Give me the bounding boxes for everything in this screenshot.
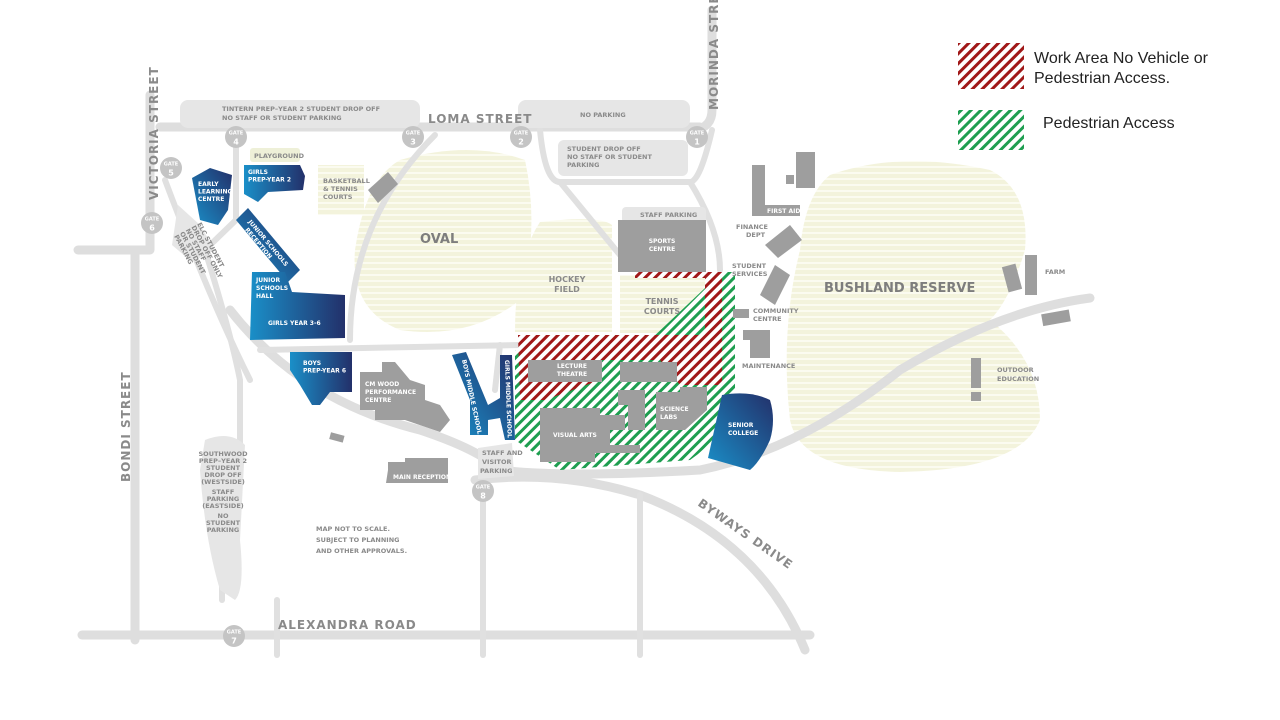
playground-label: PLAYGROUND — [254, 152, 305, 160]
gate-number: 1 — [694, 138, 700, 147]
farm-label: FARM — [1045, 268, 1065, 276]
oval-field — [354, 150, 532, 332]
gate-label: GATE — [145, 217, 160, 223]
gate-marker — [510, 126, 532, 148]
oval-label: OVAL — [420, 232, 458, 247]
gate-label: GATE — [164, 162, 179, 168]
morinda-street-label: MORINDA STREET — [707, 0, 721, 110]
gate-marker — [160, 157, 182, 179]
gate-number: 5 — [168, 169, 174, 178]
gate-marker — [223, 625, 245, 647]
gate-label: GATE — [227, 630, 242, 636]
bushland-reserve-label: BUSHLAND RESERVE — [824, 281, 975, 296]
gate-number: 8 — [480, 492, 486, 501]
hockey-field — [515, 219, 612, 332]
gate-marker — [686, 126, 708, 148]
gate-label: GATE — [514, 131, 529, 137]
no-parking-label: NO PARKING — [580, 111, 626, 119]
gate-marker — [141, 212, 163, 234]
gate-marker — [472, 480, 494, 502]
gate-label: GATE — [406, 131, 421, 137]
gate-number: 6 — [149, 224, 155, 233]
gate-marker — [225, 126, 247, 148]
maintenance-label: MAINTENANCE — [742, 362, 795, 370]
gate-number: 4 — [233, 138, 239, 147]
visual-arts-label: VISUAL ARTS — [553, 432, 597, 439]
girls-middle-school-label: GIRLS MIDDLE SCHOOL — [503, 360, 513, 438]
gate-number: 3 — [410, 138, 416, 147]
gate-marker — [402, 126, 424, 148]
gate-label: GATE — [476, 485, 491, 491]
gate-number: 2 — [518, 138, 524, 147]
legend-swatch-pedestrian — [958, 110, 1024, 150]
legend-swatch-work-area — [958, 43, 1024, 89]
staff-parking-label: STAFF PARKING — [640, 211, 697, 219]
gate-number: 7 — [231, 637, 237, 646]
bondi-street-label: BONDI STREET — [119, 371, 133, 482]
legend-label-pedestrian: Pedestrian Access — [1043, 115, 1175, 132]
gate-label: GATE — [690, 131, 705, 137]
loma-street-label: LOMA STREET — [428, 112, 532, 126]
girls-year-3-6-label: GIRLS YEAR 3-6 — [268, 320, 321, 327]
first-aid-label: FIRST AID — [767, 208, 800, 215]
gate-label: GATE — [229, 131, 244, 137]
alexandra-road-label: ALEXANDRA ROAD — [278, 618, 417, 632]
basketball-courts — [318, 165, 364, 215]
main-reception-label: MAIN RECEPTION — [393, 474, 451, 481]
victoria-street-label: VICTORIA STREET — [147, 66, 161, 200]
